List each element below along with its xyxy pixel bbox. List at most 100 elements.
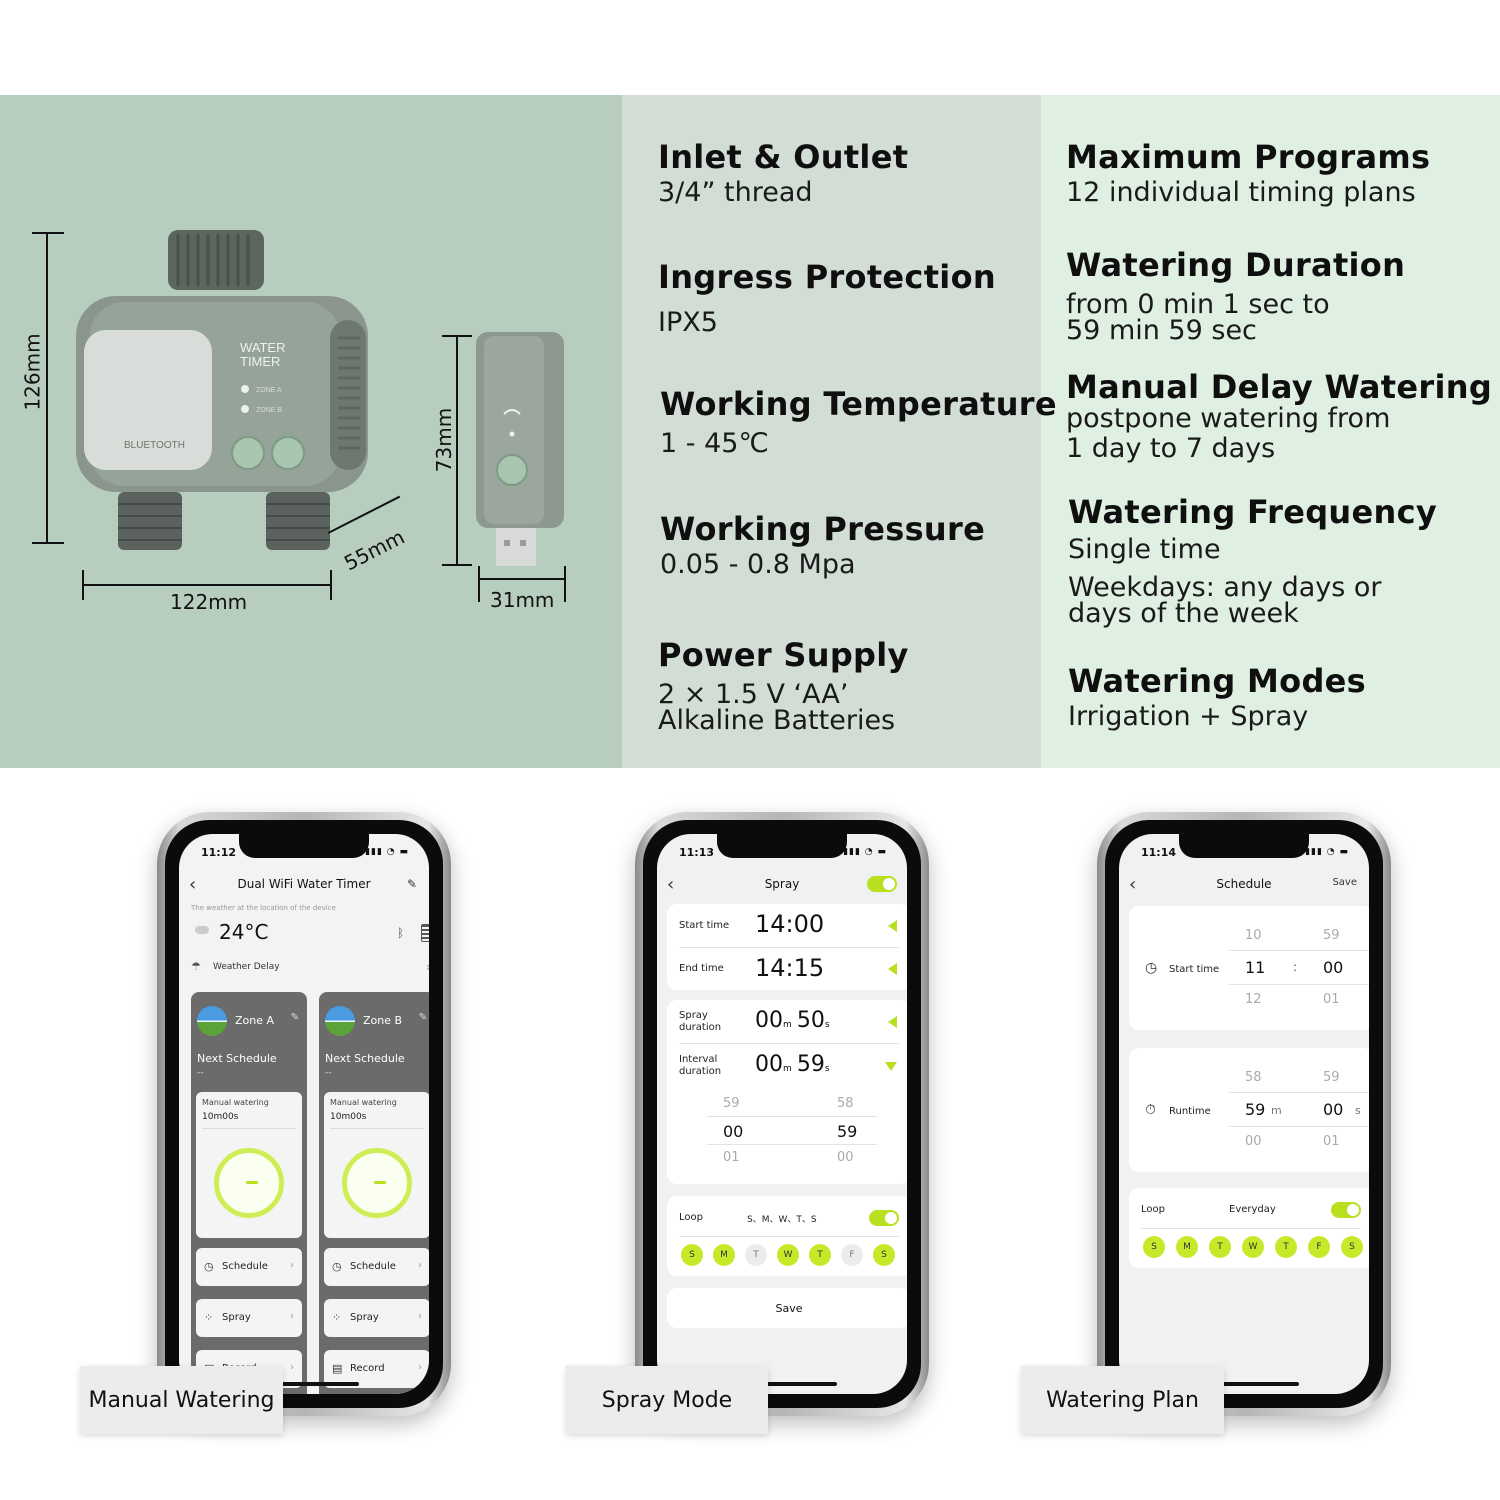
clock-icon: ◷ — [204, 1260, 214, 1273]
collapse-arrow-icon[interactable] — [885, 1062, 897, 1071]
duration-picker[interactable]: 59 00 01 58 59 00 — [707, 1092, 877, 1176]
spray-button[interactable]: ⁘ Spray › — [196, 1299, 302, 1337]
spec-frequency: Watering Frequency Single time Weekdays:… — [1068, 493, 1438, 629]
status-icons: ▮▮▮ ◔ ▬ — [1305, 847, 1349, 857]
svg-text:BLUETOOTH: BLUETOOTH — [124, 440, 185, 451]
spec-power: Power Supply 2 × 1.5 V ‘AA’ Alkaline Bat… — [658, 636, 909, 736]
day-toggle[interactable]: T — [1209, 1236, 1231, 1258]
zone-avatar — [197, 1006, 227, 1036]
record-icon: ▤ — [332, 1362, 343, 1375]
day-toggle[interactable]: T — [745, 1244, 767, 1266]
expand-arrow-icon[interactable] — [888, 1016, 897, 1028]
caption-watering-plan: Watering Plan — [1021, 1366, 1224, 1434]
runtime-picker[interactable]: 58 59 00 m 59 00 01 s — [1229, 1058, 1369, 1162]
day-toggle[interactable]: M — [713, 1244, 735, 1266]
weather-delay-row[interactable]: ☂ Weather Delay › — [189, 958, 429, 978]
day-toggle[interactable]: W — [1242, 1236, 1264, 1258]
runtime-card: ⏱ Runtime 58 59 00 m 59 00 01 s — [1129, 1048, 1369, 1172]
schedule-button[interactable]: ◷ Schedule › — [324, 1248, 429, 1286]
clock-icon: ◷ — [1145, 960, 1158, 976]
chevron-right-icon: › — [290, 1260, 294, 1271]
expand-arrow-icon[interactable] — [888, 963, 897, 975]
spray-toggle[interactable] — [867, 876, 897, 892]
spec-duration: Watering Duration from 0 min 1 sec to 59… — [1066, 246, 1406, 346]
spray-icon: ⁘ — [332, 1311, 342, 1324]
manual-watering-panel: Manual watering 10m00s — [196, 1092, 302, 1238]
edit-icon[interactable]: ✎ — [290, 1012, 299, 1023]
interval-duration-value[interactable]: 00m 59s — [755, 1052, 830, 1077]
phone-watering-plan: 11:14 ▮▮▮ ◔ ▬ ‹ Schedule Save ◷ Start ti… — [1097, 812, 1391, 1416]
edit-pencil-icon[interactable]: ✎ — [406, 877, 417, 891]
caption-manual-watering: Manual Watering — [80, 1366, 283, 1434]
day-toggle[interactable]: F — [841, 1244, 863, 1266]
caption-spray-mode: Spray Mode — [566, 1366, 768, 1434]
spec-pressure: Working Pressure 0.05 - 0.8 Mpa — [660, 510, 986, 580]
screen-manual: 11:12 ▮▮▮ ◔ ▬ ‹ Dual WiFi Water Timer ✎ … — [179, 834, 429, 1394]
day-toggle[interactable]: W — [777, 1244, 799, 1266]
loop-toggle[interactable] — [1331, 1202, 1361, 1218]
edit-icon[interactable]: ✎ — [418, 1012, 427, 1023]
svg-text:WATER: WATER — [240, 340, 286, 355]
chevron-right-icon: › — [418, 1362, 422, 1373]
end-time-value[interactable]: 14:15 — [755, 954, 825, 982]
day-toggle[interactable]: S — [873, 1244, 895, 1266]
gateway-width-dim-line — [478, 578, 566, 580]
status-icons: ▮▮▮ ◔ ▬ — [843, 847, 887, 857]
width-dim-line — [82, 584, 332, 586]
back-chevron-icon[interactable]: ‹ — [667, 874, 675, 895]
spec-modes: Watering Modes Irrigation + Spray — [1068, 662, 1367, 732]
expand-arrow-icon[interactable] — [888, 920, 897, 932]
rain-cloud-icon: ☂ — [191, 960, 201, 973]
clock-icon: ◷ — [332, 1260, 342, 1273]
gateway-height-dim-label: 73mm — [432, 407, 457, 473]
battery-icon — [421, 924, 429, 942]
spray-button[interactable]: ⁘ Spray › — [324, 1299, 429, 1337]
start-time-picker[interactable]: 10 11 12 : 59 00 01 — [1229, 916, 1369, 1020]
wifi-gateway-illustration — [476, 332, 564, 566]
save-button[interactable]: Save — [667, 1288, 907, 1328]
day-toggle[interactable]: T — [809, 1244, 831, 1266]
loop-toggle[interactable] — [869, 1210, 899, 1226]
back-chevron-icon[interactable]: ‹ — [1129, 874, 1137, 895]
water-timer-illustration: WATER TIMER ZONE A ZONE B BLUETOOTH — [76, 230, 368, 550]
spec-inlet-outlet: Inlet & Outlet 3/4” thread — [658, 138, 909, 208]
day-toggle[interactable]: T — [1275, 1236, 1297, 1258]
zone-avatar — [325, 1006, 355, 1036]
timer-icon: ⏱ — [1145, 1102, 1156, 1118]
spec-panel-right — [1041, 95, 1500, 768]
phone-manual-watering: 11:12 ▮▮▮ ◔ ▬ ‹ Dual WiFi Water Timer ✎ … — [157, 812, 451, 1416]
day-toggle[interactable]: M — [1176, 1236, 1198, 1258]
cloud-icon — [195, 926, 209, 934]
day-toggle[interactable]: S — [1143, 1236, 1165, 1258]
manual-water-button[interactable] — [342, 1148, 412, 1218]
temperature: 24°C — [219, 920, 269, 944]
chevron-right-icon: › — [418, 1311, 422, 1322]
spec-ingress: Ingress Protection IPX5 — [658, 258, 996, 338]
spec-manual-delay: Manual Delay Watering postpone watering … — [1066, 368, 1493, 464]
chevron-right-icon: › — [290, 1311, 294, 1322]
day-toggle[interactable]: S — [681, 1244, 703, 1266]
save-link[interactable]: Save — [1332, 877, 1357, 888]
day-toggle[interactable]: S — [1341, 1236, 1363, 1258]
svg-text:ZONE B: ZONE B — [256, 407, 282, 414]
spray-icon: ⁘ — [204, 1311, 214, 1324]
time-card: Start time 14:00 End time 14:15 — [667, 904, 907, 990]
svg-text:TIMER: TIMER — [240, 354, 280, 369]
spec-max-programs: Maximum Programs 12 individual timing pl… — [1066, 138, 1431, 208]
screen-schedule: 11:14 ▮▮▮ ◔ ▬ ‹ Schedule Save ◷ Start ti… — [1119, 834, 1369, 1394]
day-toggle[interactable]: F — [1308, 1236, 1330, 1258]
bluetooth-icon: ᛒ — [397, 926, 405, 940]
back-chevron-icon[interactable]: ‹ — [189, 874, 197, 895]
start-time-value[interactable]: 14:00 — [755, 910, 825, 938]
record-button[interactable]: ▤ Record › — [324, 1350, 429, 1388]
height-dim-label: 126mm — [20, 333, 45, 411]
spray-duration-value[interactable]: 00m 50s — [755, 1008, 830, 1033]
svg-text:ZONE A: ZONE A — [256, 387, 282, 394]
phone-spray-mode: 11:13 ▮▮▮ ◔ ▬ ‹ Spray Start time 14:00 E… — [635, 812, 929, 1416]
schedule-button[interactable]: ◷ Schedule › — [196, 1248, 302, 1286]
duration-card: Spray duration 00m 50s Interval duration… — [667, 1000, 907, 1184]
manual-water-button[interactable] — [214, 1148, 284, 1218]
spec-temperature: Working Temperature 1 - 45℃ — [660, 385, 1057, 459]
